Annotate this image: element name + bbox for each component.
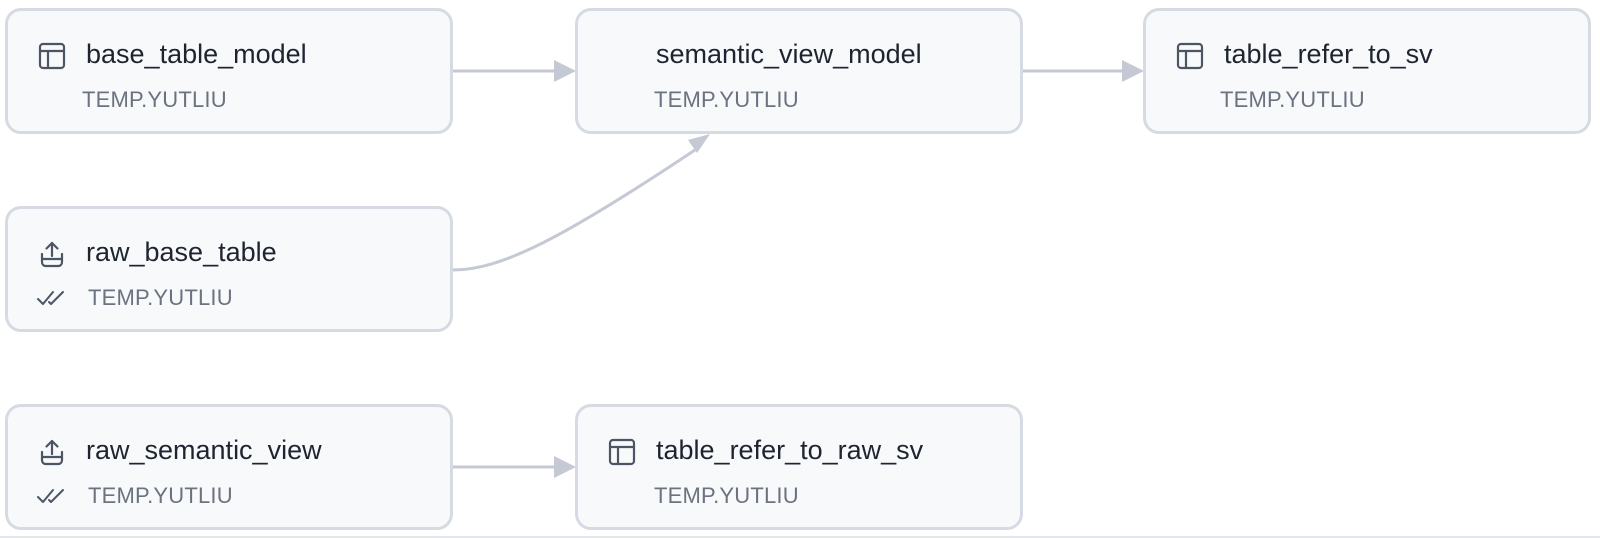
node-semantic-view-model[interactable]: semantic_view_model TEMP.YUTLIU <box>575 8 1023 134</box>
edge-arrowhead-semantic-view-model <box>554 60 576 82</box>
double-check-icon <box>36 485 70 507</box>
node-name: table_refer_to_raw_sv <box>656 435 924 465</box>
node-schema: TEMP.YUTLIU <box>1220 87 1365 112</box>
bottom-divider <box>0 536 1600 538</box>
table-icon <box>608 438 636 466</box>
edge-arrowhead-table-refer-to-sv <box>1122 60 1144 82</box>
node-name: table_refer_to_sv <box>1224 39 1433 69</box>
node-schema: TEMP.YUTLIU <box>88 285 233 310</box>
table-icon <box>38 42 66 70</box>
double-check-icon <box>36 287 70 309</box>
upload-icon <box>38 438 66 466</box>
node-name: raw_base_table <box>86 237 277 267</box>
node-raw-semantic-view[interactable]: raw_semantic_view TEMP.YUTLIU <box>5 404 453 530</box>
table-icon <box>1176 42 1204 70</box>
node-name: semantic_view_model <box>656 39 922 69</box>
node-schema: TEMP.YUTLIU <box>654 87 799 112</box>
edge-arrowhead-table-refer-to-raw-sv <box>554 456 576 478</box>
node-name: raw_semantic_view <box>86 435 322 465</box>
node-name: base_table_model <box>86 39 307 69</box>
node-schema: TEMP.YUTLIU <box>82 87 227 112</box>
node-base-table-model[interactable]: base_table_model TEMP.YUTLIU <box>5 8 453 134</box>
node-schema: TEMP.YUTLIU <box>88 483 233 508</box>
node-raw-base-table[interactable]: raw_base_table TEMP.YUTLIU <box>5 206 453 332</box>
node-table-refer-to-raw-sv[interactable]: table_refer_to_raw_sv TEMP.YUTLIU <box>575 404 1023 530</box>
upload-icon <box>38 240 66 268</box>
node-schema: TEMP.YUTLIU <box>654 483 799 508</box>
edge-arrowhead-semantic-view-model-bottom <box>688 134 710 153</box>
node-table-refer-to-sv[interactable]: table_refer_to_sv TEMP.YUTLIU <box>1143 8 1591 134</box>
edge-raw-base-table-to-semantic-view-model <box>452 148 696 272</box>
